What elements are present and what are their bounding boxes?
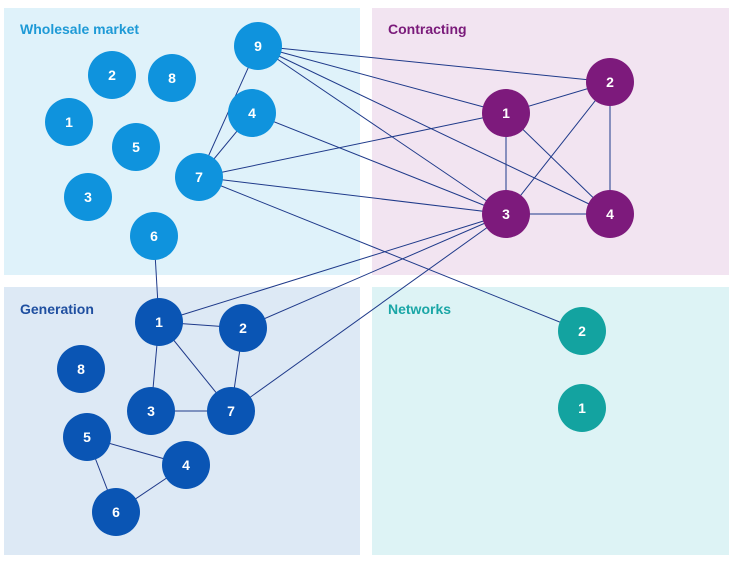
node-circle (586, 58, 634, 106)
edge-c3-g2 (242, 213, 507, 329)
node-label: 4 (248, 105, 256, 121)
generation-title: Generation (20, 301, 94, 317)
edge-c3-g7 (230, 213, 507, 412)
node-wholesale-7[interactable]: 7 (175, 153, 223, 201)
node-label: 4 (182, 457, 190, 473)
node-label: 1 (578, 400, 586, 416)
node-contracting-4[interactable]: 4 (586, 190, 634, 238)
node-circle (45, 98, 93, 146)
node-circle (219, 304, 267, 352)
edge-c2-c3 (505, 81, 611, 215)
node-generation-6[interactable]: 6 (92, 488, 140, 536)
node-circle (57, 345, 105, 393)
node-label: 5 (83, 429, 91, 445)
node-label: 2 (108, 67, 116, 83)
edge-w7-c3 (198, 176, 507, 215)
node-label: 8 (77, 361, 85, 377)
edge-w9-c1 (257, 45, 507, 114)
node-circle (207, 387, 255, 435)
node-label: 7 (227, 403, 235, 419)
networks-title: Networks (388, 301, 451, 317)
node-circle (586, 190, 634, 238)
node-label: 2 (578, 323, 586, 339)
node-label: 3 (147, 403, 155, 419)
edge-w9-c3 (257, 45, 507, 215)
node-circle (127, 387, 175, 435)
node-label: 6 (150, 228, 158, 244)
node-label: 9 (254, 38, 262, 54)
node-circle (482, 89, 530, 137)
node-circle (175, 153, 223, 201)
generation-panel (4, 287, 360, 555)
node-generation-8[interactable]: 8 (57, 345, 105, 393)
node-generation-3[interactable]: 3 (127, 387, 175, 435)
node-label: 2 (239, 320, 247, 336)
node-label: 1 (65, 114, 73, 130)
node-label: 3 (502, 206, 510, 222)
node-networks-2[interactable]: 2 (558, 307, 606, 355)
node-generation-7[interactable]: 7 (207, 387, 255, 435)
edge-w7-n2 (198, 176, 583, 332)
node-generation-4[interactable]: 4 (162, 441, 210, 489)
node-circle (112, 123, 160, 171)
edge-w7-c1 (198, 112, 507, 178)
node-label: 6 (112, 504, 120, 520)
edge-c1-c4 (505, 112, 611, 215)
node-circle (148, 54, 196, 102)
node-wholesale-1[interactable]: 1 (45, 98, 93, 146)
node-contracting-3[interactable]: 3 (482, 190, 530, 238)
contracting-title: Contracting (388, 21, 467, 37)
networks-panel (372, 287, 729, 555)
node-circle (88, 51, 136, 99)
node-circle (482, 190, 530, 238)
node-circle (63, 413, 111, 461)
edge-c3-g1 (158, 213, 507, 323)
contracting-panel (372, 8, 729, 275)
node-circle (130, 212, 178, 260)
node-circle (558, 384, 606, 432)
node-wholesale-6[interactable]: 6 (130, 212, 178, 260)
node-wholesale-9[interactable]: 9 (234, 22, 282, 70)
node-wholesale-2[interactable]: 2 (88, 51, 136, 99)
edge-w9-c4 (257, 45, 611, 215)
node-label: 1 (502, 105, 510, 121)
edge-w9-c2 (257, 45, 611, 83)
node-circle (135, 298, 183, 346)
node-circle (234, 22, 282, 70)
node-label: 2 (606, 74, 614, 90)
node-contracting-1[interactable]: 1 (482, 89, 530, 137)
edge-w4-c3 (251, 112, 507, 215)
node-label: 7 (195, 169, 203, 185)
node-contracting-2[interactable]: 2 (586, 58, 634, 106)
node-label: 8 (168, 70, 176, 86)
node-networks-1[interactable]: 1 (558, 384, 606, 432)
node-label: 5 (132, 139, 140, 155)
nodes-layer: 9 2 8 4 1 5 7 3 6 1 2 3 4 1 2 8 3 7 5 4 6 2 1 (45, 22, 634, 536)
node-circle (162, 441, 210, 489)
node-circle (64, 173, 112, 221)
node-wholesale-8[interactable]: 8 (148, 54, 196, 102)
node-label: 1 (155, 314, 163, 330)
node-circle (92, 488, 140, 536)
node-generation-1[interactable]: 1 (135, 298, 183, 346)
node-circle (228, 89, 276, 137)
wholesale-market-title: Wholesale market (20, 21, 139, 37)
node-label: 4 (606, 206, 614, 222)
node-label: 3 (84, 189, 92, 205)
node-wholesale-3[interactable]: 3 (64, 173, 112, 221)
node-generation-2[interactable]: 2 (219, 304, 267, 352)
node-wholesale-5[interactable]: 5 (112, 123, 160, 171)
node-circle (558, 307, 606, 355)
node-wholesale-4[interactable]: 4 (228, 89, 276, 137)
node-generation-5[interactable]: 5 (63, 413, 111, 461)
